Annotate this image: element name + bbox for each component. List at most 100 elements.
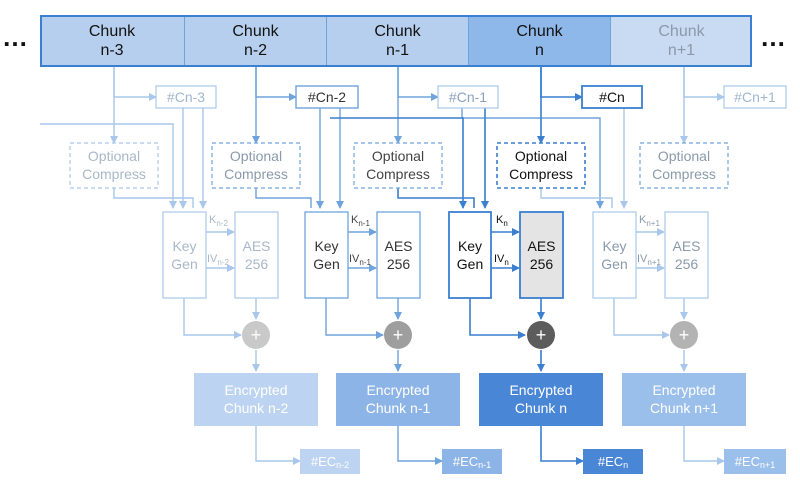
optional-compress-n: Optional Compress [496,142,586,189]
svg-text:Encrypted: Encrypted [509,382,572,398]
hash-cn-2: #Cn-2 [295,85,359,109]
svg-text:#ECn-1: #ECn-1 [453,454,491,470]
svg-text:Gen: Gen [601,256,627,272]
chunk-label: Chunk [658,23,705,40]
svg-text:Encrypted: Encrypted [366,382,429,398]
ec-hash-n: #ECn [583,449,643,474]
chunk-index: n+1 [667,42,696,59]
optional-compress-n-3: Optional Compress [69,142,159,189]
chunk-n-1: Chunk n-1 [327,15,469,67]
ec-hash-n-2: #ECn-2 [300,449,360,474]
svg-text:256: 256 [675,256,699,272]
svg-text:Compress: Compress [82,166,146,182]
ec-hash-n+1: #ECn+1 [724,449,786,474]
aes-n+1: AES 256 [664,211,709,299]
iv-label-n-1: IVn-1 [349,253,372,267]
svg-text:AES: AES [384,238,412,254]
chunk-index: n-3 [100,42,124,59]
svg-text:+: + [679,325,690,345]
hash-cn: #Cn [581,85,643,109]
svg-text:Optional: Optional [372,148,424,164]
optional-compress-n-1: Optional Compress [353,142,443,189]
svg-text:Gen: Gen [457,256,483,272]
svg-text:#Cn-1: #Cn-1 [449,89,487,105]
svg-text:Encrypted: Encrypted [652,382,715,398]
svg-text:Chunk n+1: Chunk n+1 [650,400,718,416]
chunk-index: n-1 [385,42,410,59]
hash-cn-1: #Cn-1 [437,85,499,109]
chunk-n: Chunk n [469,15,611,67]
keygen-n: Key Gen [448,211,492,299]
chunk-label: Chunk [374,23,421,40]
hash-cn+1: #Cn+1 [723,85,787,109]
encrypted-chunk-n+1: Encrypted Chunk n+1 [622,373,746,426]
chunk-label: Chunk [232,23,279,40]
iv-label-n: IVn [494,253,509,267]
svg-text:Compress: Compress [224,166,288,182]
svg-text:#Cn+1: #Cn+1 [734,89,776,105]
svg-text:Compress: Compress [652,166,716,182]
optional-compress-n+1: Optional Compress [639,142,729,189]
encrypted-chunk-n-1: Encrypted Chunk n-1 [336,373,460,426]
svg-text:AES: AES [672,238,700,254]
svg-text:Key: Key [602,238,626,254]
keygen-n+1: Key Gen [592,211,637,299]
svg-text:Chunk n-2: Chunk n-2 [224,400,289,416]
svg-text:256: 256 [245,256,269,272]
xor-n-1: + [384,321,412,349]
svg-text:Key: Key [172,238,196,254]
aes-n-2: AES 256 [234,211,279,299]
svg-text:Compress: Compress [366,166,430,182]
k-label-n-1: Kn-1 [351,214,370,228]
connectors-strong [330,67,584,465]
svg-text:+: + [393,325,404,345]
svg-text:Encrypted: Encrypted [224,382,287,398]
k-label-n: Kn [496,214,508,228]
svg-text:Optional: Optional [515,148,567,164]
svg-text:Key: Key [458,238,482,254]
svg-text:#ECn+1: #ECn+1 [735,454,776,470]
svg-text:Chunk n: Chunk n [515,400,567,416]
ellipsis-right: … [760,22,787,52]
iv-label-n+1: IVn+1 [637,253,662,267]
aes-n: AES 256 [519,211,564,299]
aes-n-1: AES 256 [376,211,421,299]
svg-text:256: 256 [387,256,411,272]
svg-text:#ECn: #ECn [598,454,628,470]
chunk-n-3: Chunk n-3 [40,15,185,67]
svg-text:#Cn: #Cn [599,89,625,105]
svg-text:#ECn-2: #ECn-2 [311,454,349,470]
keygen-n-1: Key Gen [304,211,349,299]
k-label-n-2: Kn-2 [209,214,228,228]
svg-text:#Cn-2: #Cn-2 [308,89,346,105]
svg-text:AES: AES [242,238,270,254]
chunk-label: Chunk [88,23,136,40]
svg-text:Optional: Optional [230,148,282,164]
xor-n-2: + [242,321,270,349]
svg-text:Compress: Compress [509,166,573,182]
encrypted-chunk-n-2: Encrypted Chunk n-2 [194,373,318,426]
svg-text:#Cn-3: #Cn-3 [167,89,205,105]
encrypted-chunk-n: Encrypted Chunk n [479,373,603,426]
connectors-light [40,67,725,465]
chunk-n+1: Chunk n+1 [611,15,752,67]
svg-text:+: + [536,325,547,345]
svg-text:Gen: Gen [313,256,339,272]
svg-text:Optional: Optional [658,148,710,164]
iv-label-n-2: IVn-2 [207,253,230,267]
svg-text:Chunk n-1: Chunk n-1 [366,400,431,416]
xor-n+1: + [670,321,698,349]
xor-n: + [527,321,555,349]
svg-text:Gen: Gen [171,256,197,272]
svg-text:Key: Key [314,238,338,254]
k-label-n+1: Kn+1 [639,214,660,228]
keygen-n-2: Key Gen [162,211,207,299]
chunk-index: n-2 [243,42,268,59]
ec-hash-n-1: #ECn-1 [442,449,502,474]
svg-text:Optional: Optional [88,148,140,164]
svg-text:AES: AES [527,238,555,254]
optional-compress-n-2: Optional Compress [211,142,301,189]
svg-text:256: 256 [530,256,554,272]
chunk-index: n [535,42,544,59]
